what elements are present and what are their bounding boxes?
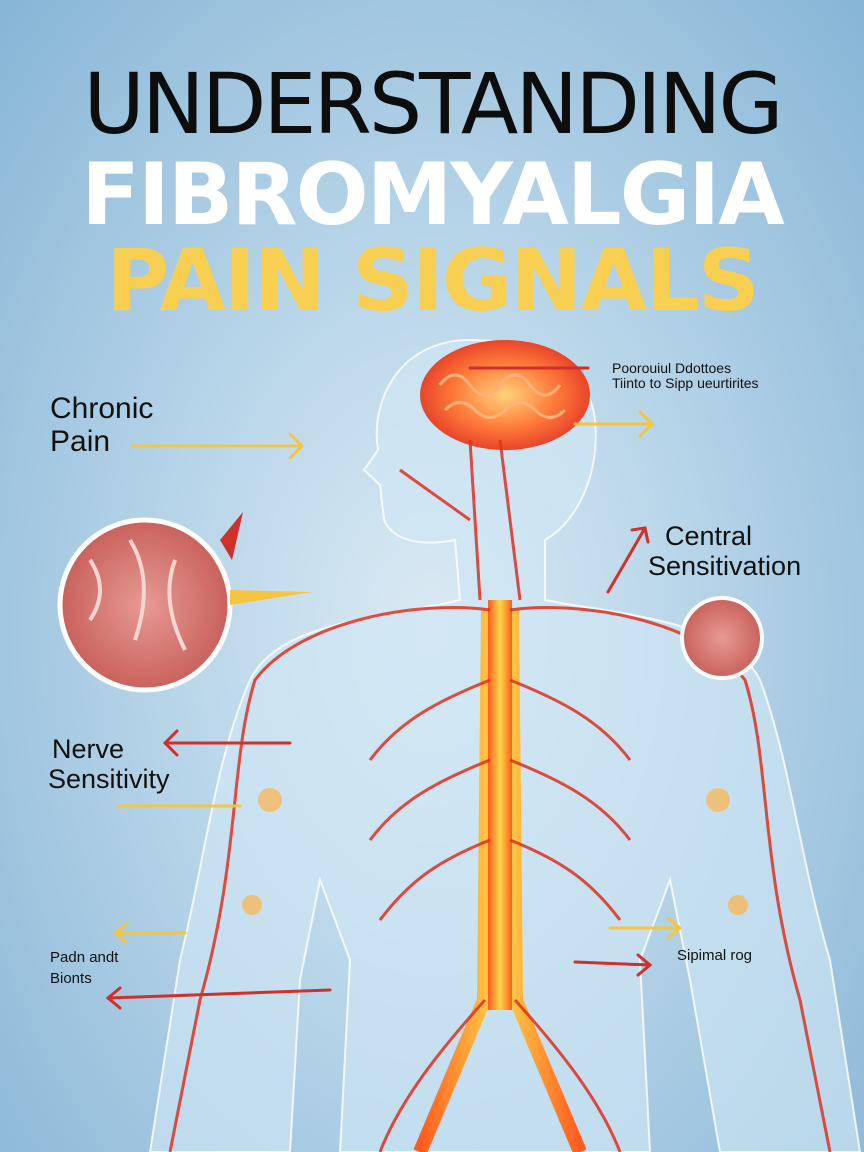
label-line: Bionts [50,970,92,987]
nerve-network [168,439,832,1152]
pain-glow [242,788,748,915]
title-line-2: FIBROMYALGIA [81,145,785,245]
title-line-1: UNDERSTANDING [83,55,783,153]
label-line: Nerve [52,734,125,764]
label-line: Pain [50,425,111,458]
label-line: Sensitivation [648,550,802,581]
brain [420,340,590,450]
label-line: Central [665,521,753,551]
label-brain-note: Poorouiul Ddottoes Tiinto to Sipp ueurti… [612,360,759,392]
label-line: Sensitivity [48,763,170,794]
label-line: Chronic [50,392,154,425]
label-central-sensitivation: Central Sensitivation [648,521,802,581]
small-tissue-closeup [680,596,764,680]
label-pain-points: Padn andt Bionts [50,947,118,989]
label-line: Tiinto to Sipp ueurtirites [612,375,759,392]
label-chronic-pain: Chronic Pain [50,392,153,458]
title-line-3: PAIN SIGNALS [106,231,759,331]
label-nerve-sensitivity: Nerve Sensitivity [48,734,170,794]
arrows [105,366,683,1010]
label-spinal: Sipimal rog [677,947,753,964]
label-line: Poorouiul Ddottoes [612,360,732,376]
label-line: Padn andt [50,949,119,966]
